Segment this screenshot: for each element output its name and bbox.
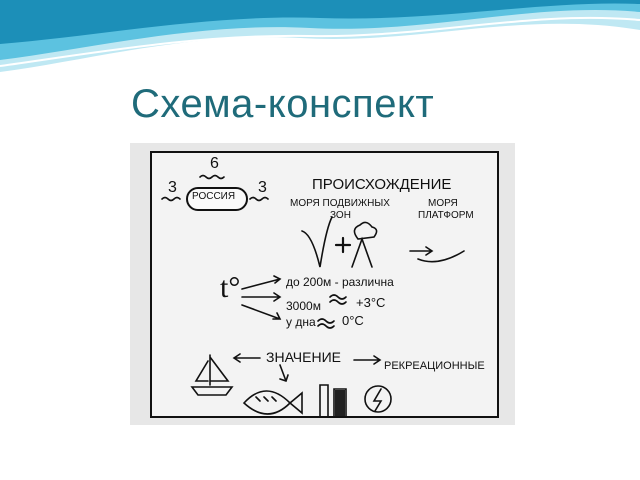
fish-icon — [242, 390, 303, 415]
origin-title: ПРОИСХОЖДЕНИЕ — [312, 176, 452, 193]
temperature-line-1: до 200м - различна — [286, 275, 394, 289]
scheme-drawings — [161, 174, 465, 416]
trench-icon — [301, 216, 333, 268]
approx-icon-2 — [317, 318, 335, 329]
scheme-frame: 6 3 3 РОССИЯ ПРОИСХОЖДЕНИЕ МОРЯ ПОДВИЖНЫ… — [150, 151, 499, 418]
industry-icon — [319, 384, 347, 416]
meaning-title: ЗНАЧЕНИЕ — [266, 349, 341, 365]
russia-badge — [186, 187, 248, 211]
temp-arrow-2-icon — [241, 292, 282, 302]
wave-dark — [0, 0, 640, 44]
temperature-symbol: t° — [220, 271, 241, 304]
mobile-zone-label-1: МОРЯ ПОДВИЖНЫХ — [290, 198, 390, 209]
mobile-zone-label-2: ЗОН — [330, 210, 351, 221]
wave-right-icon — [249, 196, 269, 202]
wave-line — [0, 16, 640, 67]
platform-label-2: ПЛАТФОРМ — [418, 210, 474, 221]
right-number: 3 — [258, 179, 267, 196]
meaning-left-arrow-icon — [232, 353, 261, 363]
temp-arrow-3-icon — [241, 304, 282, 320]
scanned-scheme-image: 6 3 3 РОССИЯ ПРОИСХОЖДЕНИЕ МОРЯ ПОДВИЖНЫ… — [130, 143, 515, 425]
volcano-icon — [351, 221, 378, 268]
temp-arrow-1-icon — [241, 275, 282, 290]
power-circle-icon — [364, 385, 392, 413]
meaning-right-arrow-icon — [353, 355, 382, 365]
russia-label: РОССИЯ — [192, 191, 236, 202]
slide-title: Схема-конспект — [131, 82, 435, 126]
industry-fill-icon — [335, 390, 345, 416]
platform-basin-icon — [417, 250, 465, 263]
platform-arrow-icon — [409, 246, 434, 256]
recreation-label: РЕКРЕАЦИОННЫЕ — [384, 360, 485, 372]
temperature-line-2-depth: 3000м — [286, 299, 321, 313]
top-number: 6 — [210, 155, 219, 172]
wave-top-icon — [199, 174, 225, 180]
sailboat-icon — [190, 354, 234, 396]
decorative-wave-header — [0, 0, 640, 72]
temperature-line-3-value: 0°C — [342, 313, 364, 328]
left-number: 3 — [168, 179, 177, 196]
wave-left-icon — [161, 196, 181, 202]
platform-label-1: МОРЯ — [428, 198, 458, 209]
fish-arrow-icon — [279, 364, 289, 383]
temperature-line-3-prefix: у дна — [286, 315, 316, 329]
temperature-line-2-value: +3°C — [356, 295, 386, 310]
lightning-icon — [372, 388, 383, 412]
plus-icon — [334, 236, 352, 254]
approx-icon-1 — [329, 294, 347, 305]
